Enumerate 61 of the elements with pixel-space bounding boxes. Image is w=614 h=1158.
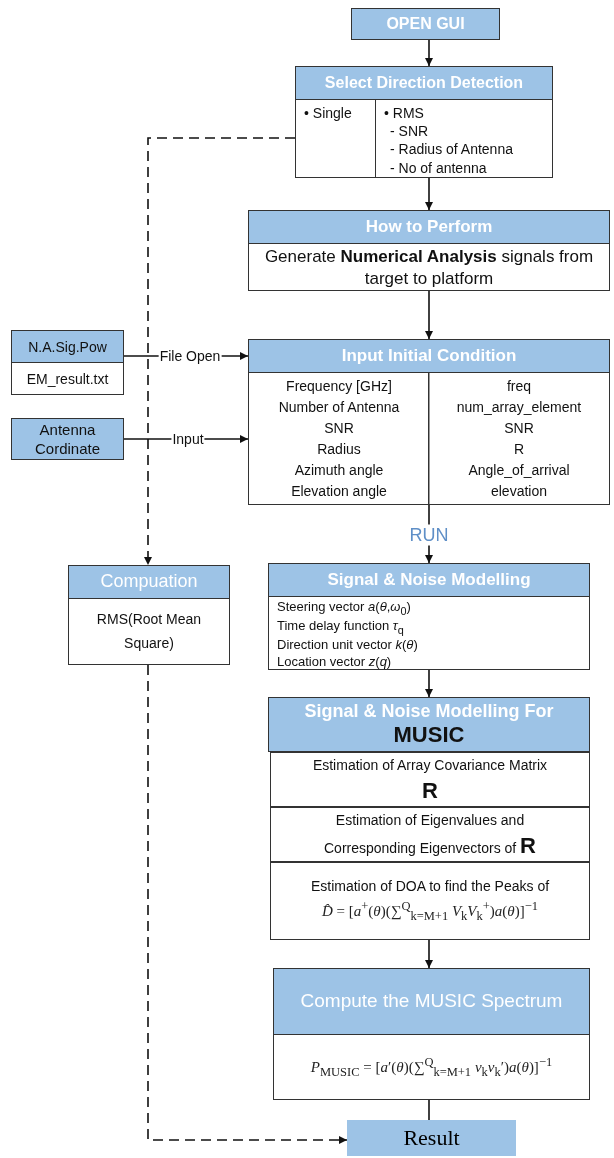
option-text: • Single: [304, 104, 353, 123]
variable-name: R: [512, 439, 526, 459]
box-text: Generate Numerical Analysis signals from target to platform: [263, 246, 595, 290]
box-heading: Signal & Noise Modelling: [269, 564, 589, 597]
box-text: RMS(Root Mean Square): [95, 609, 203, 653]
box-text: EM_result.txt: [25, 369, 110, 389]
arrow: [425, 290, 433, 340]
box-text: Direction unit vector k(θ): [277, 637, 418, 654]
process-box: [270, 752, 590, 807]
parameter-name: Number of Antenna: [277, 397, 401, 417]
parameter-name: Azimuth angle: [293, 460, 385, 480]
process-box: [248, 210, 610, 291]
box-text: Estimation of Eigenvalues and Corresponding Eigenvectors of R: [323, 811, 537, 861]
parameter-name: SNR: [323, 418, 355, 438]
process-box: [11, 330, 124, 395]
process-box: [270, 862, 590, 940]
variable-name: freq: [505, 376, 533, 396]
option-text: - SNR: [389, 122, 430, 141]
process-box: [273, 968, 590, 1100]
box-text: Result: [402, 1124, 461, 1152]
box-text: Estimation of Array Covariance Matrix R: [311, 756, 549, 806]
option-text: • RMS: [384, 104, 425, 123]
variable-name: num_array_element: [455, 397, 583, 417]
box-heading: Compuation: [69, 566, 229, 599]
arrow: [425, 939, 433, 969]
process-box: [268, 563, 590, 670]
box-heading: Input Initial Condition: [249, 340, 609, 373]
process-box: [270, 807, 590, 862]
edge-label: Input: [171, 431, 205, 447]
box-text: Antenna Cordinate: [33, 421, 101, 459]
box-text: Location vector z(q): [277, 653, 392, 669]
formula: P$_{MUSIC}$ = [a′(θ)(∑$^{Q}$$_{k=M+1}$ v$_{k}$v$_{k}$′)a(θ)]$^{−1}$: [310, 1054, 553, 1081]
arrow: [425, 177, 433, 211]
option-text: - Radius of Antenna: [389, 140, 513, 159]
edge-label: File Open: [158, 348, 222, 364]
process-box: [295, 66, 553, 178]
box-text: Steering vector a(θ,ω$_{0}$): [277, 599, 411, 619]
option-text: - No of antenna: [389, 158, 488, 177]
process-box: [11, 418, 124, 460]
parameter-name: Elevation angle: [290, 481, 388, 501]
box-heading: N.A.Sig.Pow: [12, 331, 123, 363]
box-heading: Select Direction Detection: [296, 67, 552, 100]
parameter-name: Frequency [GHz]: [285, 376, 393, 396]
arrow: [425, 669, 433, 698]
box-heading: How to Perform: [249, 211, 609, 244]
process-box: [347, 1120, 516, 1156]
variable-name: elevation: [489, 481, 548, 501]
arrow: [147, 664, 348, 1144]
box-text: Time delay function τ$_{q}$: [277, 618, 404, 638]
connector-line: [428, 1099, 430, 1121]
box-heading: Compute the MUSIC Spectrum: [274, 969, 589, 1035]
process-box: [248, 339, 610, 505]
formula: D̂ = [a$^{+}$(θ)(∑$^{Q}$$_{k=M+1}$ V$_{k}$V$_{k}$$^{+}$)a(θ)]$^{−1}$: [322, 898, 538, 926]
box-text: Estimation of DOA to find the Peaks of: [309, 876, 551, 896]
arrow: [144, 137, 296, 566]
process-box: [68, 565, 230, 665]
arrow: [425, 39, 433, 67]
variable-name: SNR: [503, 418, 535, 438]
edge-label: RUN: [408, 524, 450, 546]
parameter-name: Radius: [316, 439, 362, 459]
variable-name: Angle_of_arrival: [467, 460, 571, 480]
